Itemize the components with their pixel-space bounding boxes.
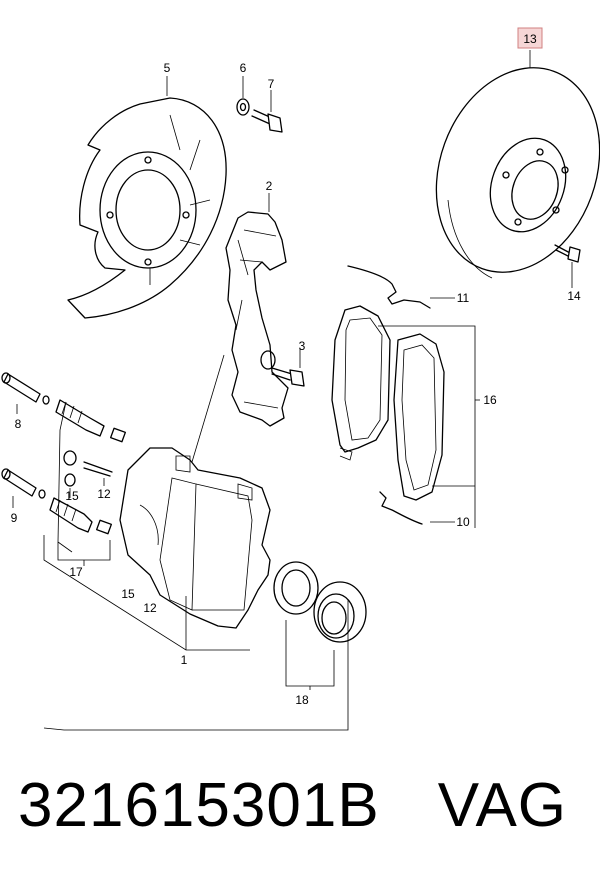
pad-spring-lower-part [379, 491, 423, 525]
callout-2: 2 [266, 179, 273, 193]
disc-screw-part [554, 244, 581, 263]
guide-pin-upper-part [1, 372, 50, 405]
callout-3: 3 [299, 339, 306, 353]
callout-9: 9 [11, 511, 18, 525]
callout-12-upper: 12 [97, 487, 111, 501]
callout-14: 14 [567, 289, 581, 303]
callout-15-upper: 15 [65, 489, 79, 503]
callout-12-lower: 12 [143, 601, 157, 615]
pin-boot-upper-part [55, 399, 105, 437]
washer-part [236, 98, 250, 116]
part-number-footer: 321615301B VAG [18, 770, 588, 860]
carrier-bolt-part [271, 367, 305, 387]
dust-boot-part [313, 581, 367, 643]
bleed-valve-part [63, 450, 113, 477]
brake-assembly-diagram: 5 6 7 2 3 13 14 11 16 10 8 9 15 12 17 15… [1, 27, 600, 731]
brand-name: VAG [437, 771, 568, 840]
callout-18: 18 [295, 693, 309, 707]
caliper-carrier-part [225, 211, 289, 427]
callout-5: 5 [164, 61, 171, 75]
brake-pad-outer-part [393, 333, 445, 501]
brake-disc-part [435, 67, 600, 279]
callout-10: 10 [456, 515, 470, 529]
splash-shield-part [67, 97, 227, 319]
bolt-part [251, 109, 283, 133]
caliper-housing-part [119, 447, 271, 629]
highlight-box [517, 27, 543, 49]
leader-lines [12, 50, 573, 731]
callout-6: 6 [240, 61, 247, 75]
pin-boot-lower-part [49, 497, 93, 533]
callout-17: 17 [69, 565, 83, 579]
bleed-cap-part [64, 473, 76, 487]
callout-15-lower: 15 [121, 587, 135, 601]
callout-7: 7 [268, 77, 275, 91]
dust-cap-upper-part [110, 427, 126, 443]
callout-16: 16 [483, 393, 497, 407]
callout-11: 11 [457, 291, 470, 305]
callout-8: 8 [15, 417, 22, 431]
callout-13: 13 [523, 32, 537, 46]
callout-1: 1 [181, 653, 188, 667]
guide-pin-lower-part [1, 468, 46, 499]
brake-pad-inner-part [331, 305, 391, 461]
dust-cap-lower-part [96, 519, 112, 535]
pad-spring-upper-part [347, 265, 431, 309]
piston-seal-part [273, 561, 319, 615]
part-number: 321615301B [18, 771, 380, 840]
